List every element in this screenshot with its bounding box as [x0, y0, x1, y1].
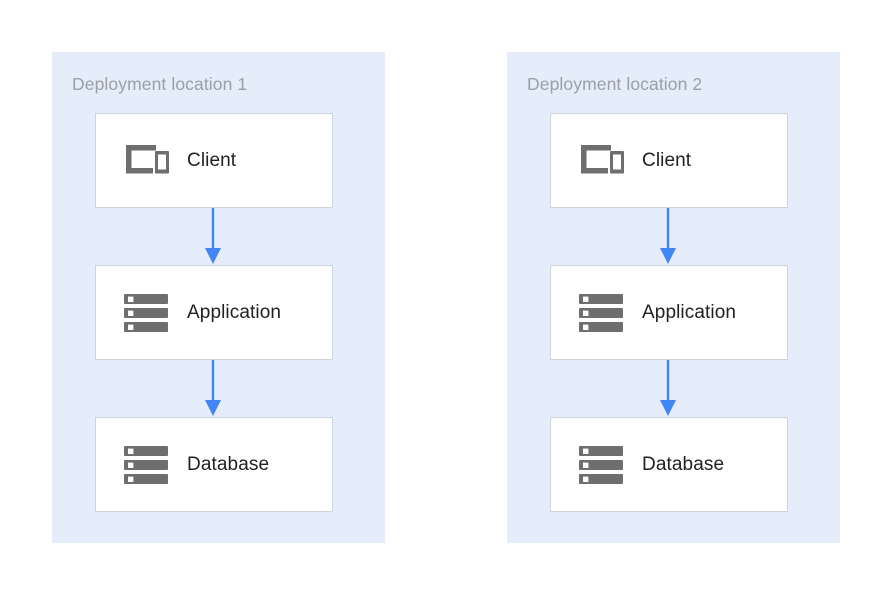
devices-icon [576, 137, 628, 185]
zone-1-node-database-label: Database [187, 453, 270, 475]
deployment-zone-2: Deployment location 2 Client [507, 52, 840, 543]
zone-1-node-client-label: Client [187, 149, 237, 171]
zone-2-title: Deployment location 2 [527, 74, 703, 94]
zone-1-arrow-application-to-database [202, 360, 224, 417]
zone-2-node-client[interactable]: Client [550, 113, 788, 208]
database-server-icon [576, 441, 628, 489]
zone-2-arrow-client-to-application [657, 208, 679, 265]
devices-icon [121, 137, 173, 185]
zone-2-arrow-application-to-database [657, 360, 679, 417]
zone-1-node-client[interactable]: Client [95, 113, 333, 208]
zone-2-node-database-label: Database [642, 453, 725, 475]
zone-2-node-application-label: Application [642, 301, 737, 323]
deployment-zone-1: Deployment location 1 Client [52, 52, 385, 543]
zone-2-node-database[interactable]: Database [550, 417, 788, 512]
database-server-icon [121, 441, 173, 489]
zone-1-node-application-label: Application [187, 301, 282, 323]
zone-1-arrow-client-to-application [202, 208, 224, 265]
server-icon [576, 289, 628, 337]
server-icon [121, 289, 173, 337]
zone-2-node-client-label: Client [642, 149, 692, 171]
zone-1-title: Deployment location 1 [72, 74, 248, 94]
zone-2-node-application[interactable]: Application [550, 265, 788, 360]
zone-1-node-database[interactable]: Database [95, 417, 333, 512]
zone-1-node-application[interactable]: Application [95, 265, 333, 360]
